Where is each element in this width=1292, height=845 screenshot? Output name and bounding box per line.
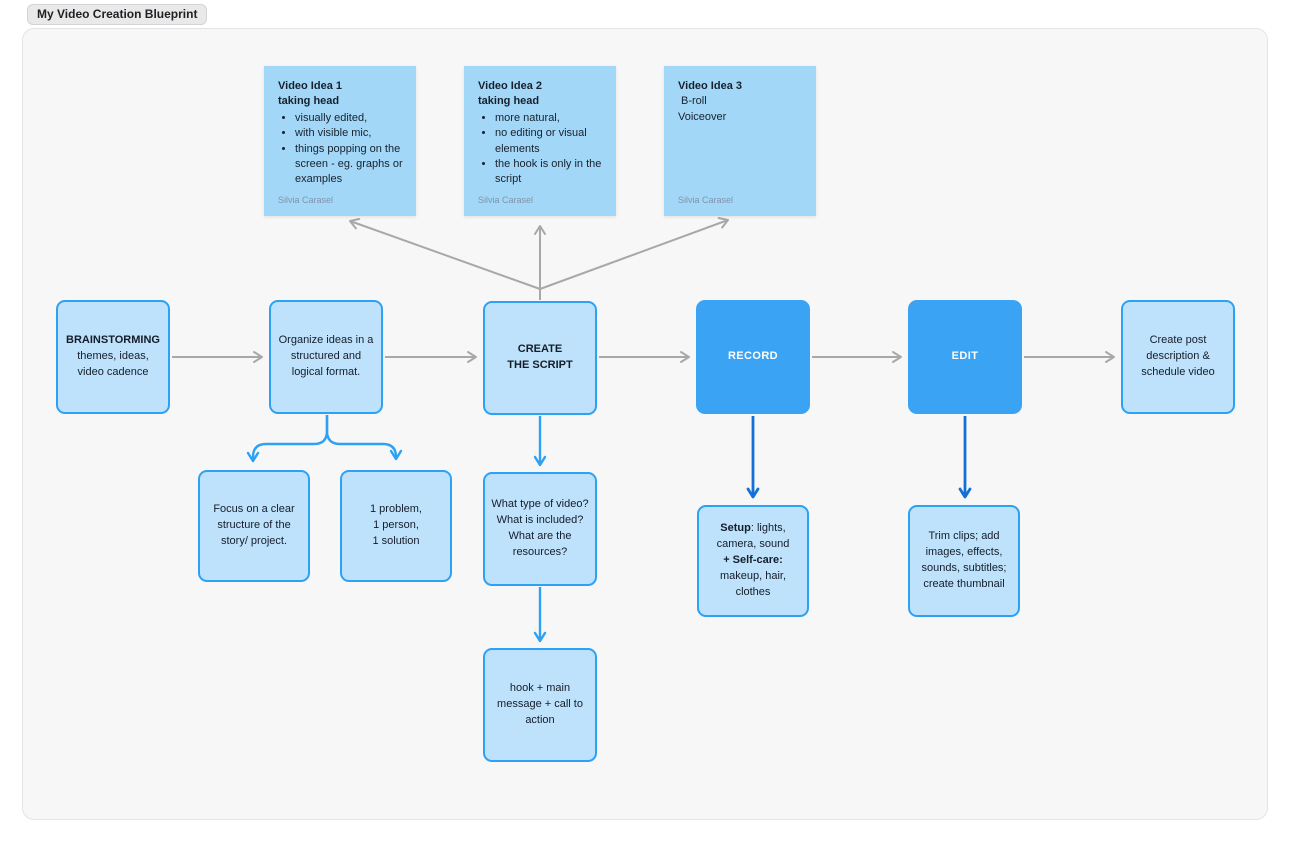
box-text: Create post description & schedule video [1141, 334, 1215, 378]
box-text: Organize ideas in a structured and logic… [278, 334, 374, 378]
box-what-type[interactable]: What type of video? What is included? Wh… [483, 472, 597, 586]
box-text-bold: Setup [720, 522, 751, 535]
sticky-bullet: visually edited, [295, 111, 406, 126]
sticky-line: B-roll [681, 95, 707, 108]
sticky-bullet: things popping on the screen - eg. graph… [295, 142, 406, 188]
box-text: What type of video? What is included? Wh… [491, 498, 589, 558]
sticky-title: Video Idea 2 [478, 80, 542, 92]
box-trim-clips[interactable]: Trim clips; add images, effects, sounds,… [908, 505, 1020, 617]
sticky-video-idea-1[interactable]: Video Idea 1 taking head visually edited… [264, 66, 416, 216]
box-create-the-script[interactable]: CREATE THE SCRIPT [483, 301, 597, 415]
sticky-video-idea-3[interactable]: Video Idea 3 B-roll Voiceover Silvia Car… [664, 66, 816, 216]
box-create-post[interactable]: Create post description & schedule video [1121, 300, 1235, 414]
frame-title-label[interactable]: My Video Creation Blueprint [27, 4, 208, 25]
box-brainstorming[interactable]: BRAINSTORMING themes, ideas, video caden… [56, 300, 170, 414]
sticky-title: Video Idea 1 [278, 80, 342, 92]
board-frame[interactable] [22, 28, 1268, 820]
box-setup-selfcare[interactable]: Setup: lights, camera, sound + Self-care… [697, 505, 809, 617]
sticky-subtitle: taking head [478, 95, 540, 108]
box-hook-message[interactable]: hook + main message + call to action [483, 648, 597, 762]
box-text: 1 problem, [370, 503, 422, 516]
box-record[interactable]: RECORD [696, 300, 810, 414]
box-text: makeup, hair, clothes [719, 569, 787, 598]
sticky-author: Silvia Carasel [478, 195, 534, 206]
sticky-line: Voiceover [678, 110, 727, 123]
sticky-title: Video Idea 3 [678, 80, 742, 92]
box-text: 1 solution [372, 534, 420, 547]
box-text: hook + main message + call to action [497, 682, 583, 726]
box-title: EDIT [951, 350, 979, 363]
box-text: themes, ideas, video cadence [77, 350, 149, 378]
box-text: Focus on a clear structure of the story/… [213, 503, 295, 547]
sticky-author: Silvia Carasel [678, 195, 734, 206]
box-text: 1 person, [373, 519, 419, 532]
sticky-video-idea-2[interactable]: Video Idea 2 taking head more natural, n… [464, 66, 616, 216]
box-title: THE SCRIPT [507, 359, 573, 371]
sticky-bullet: no editing or visual elements [495, 126, 606, 157]
sticky-subtitle: taking head [278, 95, 340, 108]
sticky-bullet: more natural, [495, 111, 606, 126]
sticky-bullet: with visible mic, [295, 126, 406, 141]
box-organize-ideas[interactable]: Organize ideas in a structured and logic… [269, 300, 383, 414]
box-text-rest: : lights, camera, sound [716, 522, 790, 551]
sticky-author: Silvia Carasel [278, 195, 334, 206]
box-text: Trim clips; add images, effects, sounds,… [921, 530, 1007, 590]
box-edit[interactable]: EDIT [908, 300, 1022, 414]
sticky-bullet: the hook is only in the script [495, 157, 606, 188]
box-title: CREATE [517, 343, 563, 356]
box-text-bold: + Self-care: [723, 554, 783, 567]
box-title: RECORD [727, 350, 779, 363]
sticky-bullet-list: visually edited, with visible mic, thing… [284, 111, 406, 188]
box-focus-structure[interactable]: Focus on a clear structure of the story/… [198, 470, 310, 582]
box-text: Setup: lights, camera, sound [705, 521, 801, 553]
box-title: BRAINSTORMING [66, 334, 160, 347]
box-one-problem[interactable]: 1 problem, 1 person, 1 solution [340, 470, 452, 582]
sticky-bullet-list: more natural, no editing or visual eleme… [484, 111, 606, 188]
